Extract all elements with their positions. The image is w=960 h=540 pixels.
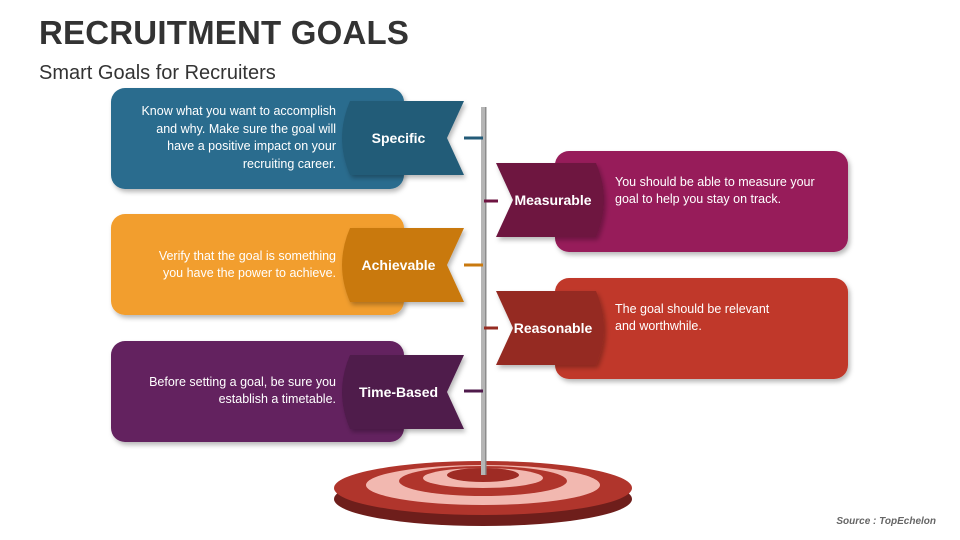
goal-card-reasonable: [555, 278, 848, 379]
goal-tag-time-based: [342, 355, 464, 429]
goal-tag-measurable: [496, 163, 604, 237]
goal-label-specific: Specific: [371, 130, 426, 146]
goal-label-time-based: Time-Based: [358, 384, 439, 400]
goal-card-achievable: [111, 214, 404, 315]
source-note: Source : TopEchelon: [836, 516, 936, 527]
goal-reasonable: [484, 278, 848, 379]
connector-achievable: [464, 263, 483, 267]
goal-label-measurable: Measurable: [514, 192, 592, 208]
goal-card-time-based: [111, 341, 404, 442]
page-subtitle: Smart Goals for Recruiters: [39, 62, 276, 84]
goal-description-reasonable: The goal should be relevant and worthwhil…: [615, 301, 840, 336]
goal-measurable: [484, 151, 848, 252]
goal-card-specific: [111, 88, 404, 189]
goal-description-measurable: You should be able to measure your goal t…: [615, 174, 840, 209]
target-board: [334, 461, 632, 526]
goal-label-achievable: Achievable: [361, 257, 436, 273]
description-line: Verify that the goal is something: [158, 248, 336, 263]
goal-description-specific: Know what you want to accomplish and why.…: [120, 103, 336, 173]
connector-reasonable: [484, 326, 498, 330]
goal-time-based: [111, 341, 483, 442]
goal-tag-achievable: [342, 228, 464, 302]
description-line: and worthwhile.: [615, 319, 702, 333]
goal-label-reasonable: Reasonable: [513, 320, 593, 336]
connector-specific: [464, 136, 483, 140]
description-line: and why. Make sure the goal will: [156, 121, 336, 136]
description-line: you have the power to achieve.: [162, 266, 336, 280]
description-line: The goal should be relevant: [615, 301, 770, 316]
description-line: Before setting a goal, be sure you: [149, 374, 336, 389]
goal-card-measurable: [555, 151, 848, 252]
goal-description-time-based: Before setting a goal, be sure you establ…: [120, 374, 336, 409]
goal-achievable: [111, 214, 483, 315]
description-line: goal to help you stay on track.: [615, 192, 782, 206]
goal-tag-specific: [342, 101, 464, 175]
description-line: establish a timetable.: [218, 392, 336, 406]
description-line: You should be able to measure your: [615, 174, 815, 189]
page-title: RECRUITMENT GOALS: [39, 14, 410, 51]
description-line: have a positive impact on your: [167, 139, 336, 153]
description-line: recruiting career.: [242, 156, 336, 171]
arrow-pole: [481, 107, 486, 475]
connector-time-based: [464, 389, 483, 393]
description-line: Know what you want to accomplish: [141, 104, 336, 118]
goal-description-achievable: Verify that the goal is something you hav…: [120, 248, 336, 283]
connector-measurable: [484, 199, 498, 203]
goal-tag-reasonable: [496, 291, 604, 365]
goal-specific: [111, 88, 483, 189]
